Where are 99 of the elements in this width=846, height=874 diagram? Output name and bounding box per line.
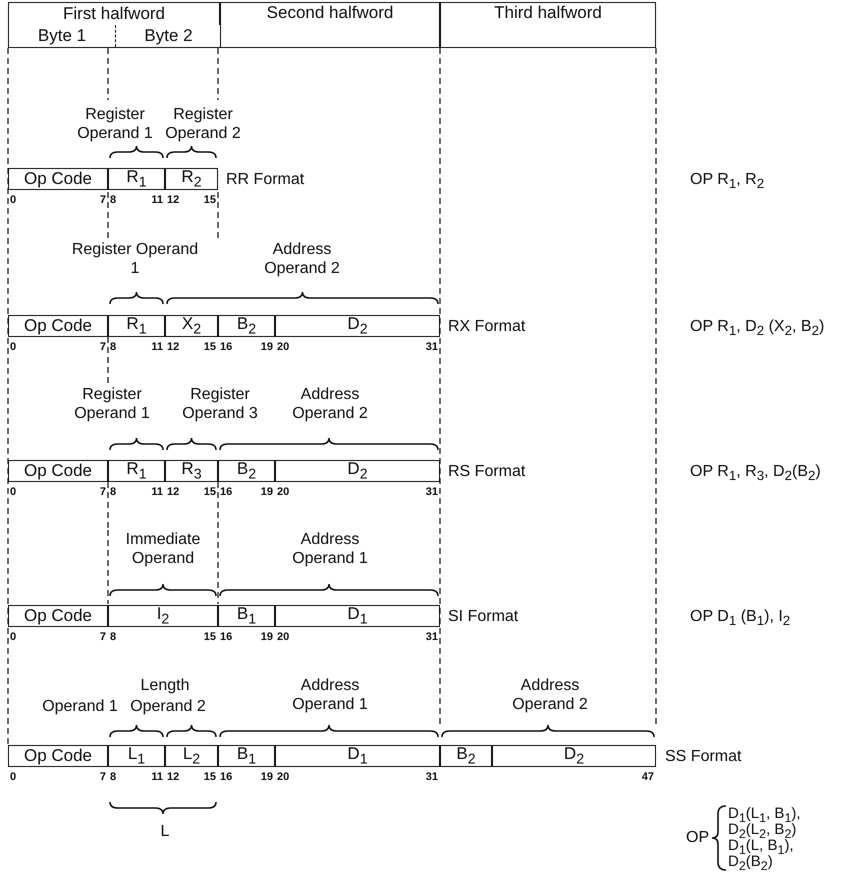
bit-number: 7 [100,341,106,353]
bit-number: 31 [426,486,438,498]
bit-number: 15 [204,771,216,783]
assembler-syntax: OP R$_{1}$, D$_{2}$ (X$_{2}$, B$_{2}$) [690,317,826,340]
bit-number: 7 [100,771,106,783]
instruction-field: Op Code [8,460,108,482]
bit-number: 15 [204,341,216,353]
operand-label: Operand 1 [41,697,119,716]
bit-number: 20 [277,486,290,498]
bit-number: 16 [220,486,232,498]
header-text: First halfword [62,4,166,24]
bit-number: 7 [100,194,106,206]
bit-number: 0 [10,341,16,353]
instruction-field: B$_{2}$ [218,315,275,337]
bit-number: 8 [110,341,116,353]
bit-number: 19 [260,631,273,643]
operand-label: Operand 2 [129,697,207,716]
bit-number: 19 [260,341,273,353]
instruction-field: L$_{1}$ [108,745,165,767]
header-cell: Second halfword [220,2,440,48]
operand-label: Register Operand 2 [164,105,242,143]
bit-number: 11 [151,486,163,498]
instruction-field: Op Code [8,315,108,337]
bit-number: 16 [220,631,232,643]
format-name: SS Format [665,747,742,766]
instruction-field: I$_{2}$ [108,605,218,627]
instruction-field: Op Code [8,605,108,627]
bit-number: 15 [204,486,216,498]
bit-number: 31 [426,631,438,643]
bit-number: 20 [277,771,290,783]
bit-number: 19 [260,771,273,783]
bit-number: 20 [277,341,290,353]
bit-number: 0 [10,771,16,783]
instruction-field: D$_{2}$ [492,745,656,767]
bit-number: 0 [10,194,16,206]
bit-number: 12 [167,194,180,206]
instruction-field: X$_{2}$ [165,315,218,337]
operand-label: Address Operand 2 [511,676,589,714]
instruction-field: R$_{1}$ [108,168,165,190]
bit-number: 47 [642,771,654,783]
assembler-syntax: OP D$_{1}$ (B$_{1}$), I$_{2}$ [690,607,792,630]
format-name: RR Format [226,170,306,189]
operand-label: Register Operand 1 [70,240,200,278]
bit-number: 0 [10,631,16,643]
operand-label: Register Operand 3 [181,385,259,423]
assembler-syntax: OP R$_{1}$, R$_{3}$, D$_{2}$(B$_{2}$) [690,462,822,486]
operand-label: Address Operand 1 [291,530,369,568]
bit-number: 12 [167,341,180,353]
instruction-field: Op Code [8,745,108,767]
bit-number: 8 [110,771,116,783]
instruction-field: Op Code [8,168,108,190]
operand-label: Register Operand 1 [73,385,151,423]
bit-number: 11 [151,771,163,783]
bit-number: 12 [167,771,180,783]
instruction-field: L$_{2}$ [165,745,218,767]
operand-label: L [160,822,170,841]
header-cell [8,2,220,48]
instruction-field: R$_{2}$ [165,168,218,190]
assembler-syntax: D$_{2}$(B$_{2}$) [728,854,774,874]
instruction-field: B$_{1}$ [218,745,275,767]
instruction-field: D$_{1}$ [275,745,440,767]
instruction-field: R$_{3}$ [165,460,218,482]
bit-number: 31 [426,341,438,353]
bit-number: 8 [110,194,116,206]
bit-number: 8 [110,631,116,643]
operand-label: Length [140,676,190,695]
operand-label: Immediate Operand [124,530,202,568]
bit-number: 20 [277,631,290,643]
assembler-syntax: OP R$_{1}$, R$_{2}$ [690,170,766,194]
bit-number: 11 [151,194,163,206]
format-name: RS Format [448,462,526,481]
operand-label: Address Operand 1 [291,676,369,714]
header-cell: Third halfword [440,2,656,48]
instruction-field: B$_{2}$ [440,745,492,767]
bit-number: 11 [151,341,163,353]
format-name: RX Format [448,317,526,336]
instruction-field: B$_{1}$ [218,605,275,627]
instruction-field: D$_{2}$ [275,315,440,337]
bit-number: 16 [220,771,232,783]
instruction-field: B$_{2}$ [218,460,275,482]
bit-number: 15 [204,631,216,643]
format-name: SI Format [448,607,520,626]
instruction-field: R$_{1}$ [108,315,165,337]
bit-number: 19 [260,486,273,498]
operand-label: Address Operand 2 [263,240,341,278]
operand-label: Register Operand 1 [76,105,154,143]
assembler-syntax: OP [686,828,710,847]
instruction-field: D$_{1}$ [275,605,440,627]
bit-number: 12 [167,486,180,498]
instruction-field: R$_{1}$ [108,460,165,482]
operand-label: Address Operand 2 [291,385,369,423]
bit-number: 15 [204,194,216,206]
instruction-field: D$_{2}$ [275,460,440,482]
bit-number: 8 [110,486,116,498]
bit-number: 31 [426,771,438,783]
bit-number: 0 [10,486,16,498]
bit-number: 7 [100,486,106,498]
bit-number: 16 [220,341,232,353]
bit-number: 7 [100,631,106,643]
